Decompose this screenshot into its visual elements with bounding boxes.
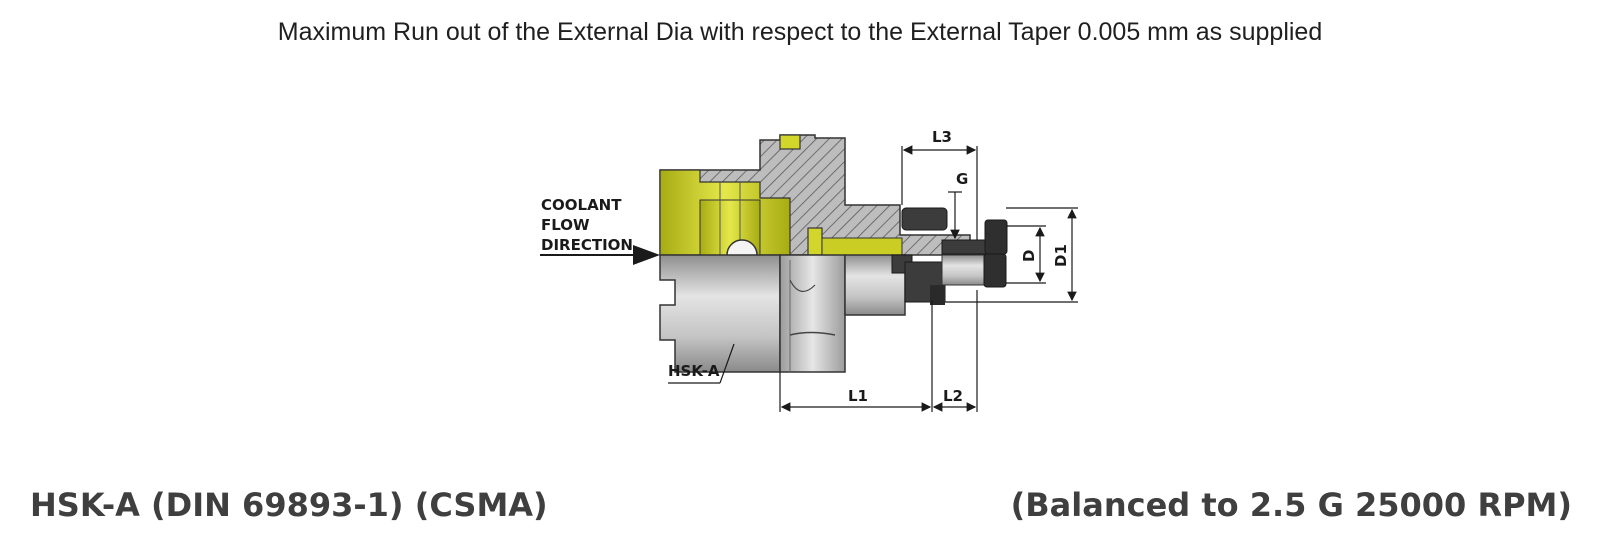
dimension-g [948,191,962,240]
d-label: D [1020,250,1038,262]
coolant-label-line3: DIRECTION [541,236,633,254]
outside-half [659,253,1007,373]
runout-note: Maximum Run out of the External Dia with… [277,18,1323,46]
dimension-d1 [945,207,1078,303]
l2-label: L2 [943,387,963,405]
d1-label: D1 [1052,244,1070,267]
dimension-d [1006,225,1046,284]
dimension-l1-l2 [779,290,978,412]
coolant-arrow [540,245,660,265]
hsk-label: HSK-A [668,362,720,380]
standard-title: HSK-A (DIN 69893-1) (CSMA) [30,486,548,524]
g-label: G [956,170,968,188]
balance-note: (Balanced to 2.5 G 25000 RPM) [1010,486,1572,524]
l3-label: L3 [932,128,952,146]
coolant-label-line2: FLOW [541,216,590,234]
l1-label: L1 [848,387,868,405]
coolant-label-line1: COOLANT [541,196,622,214]
dimension-l3 [901,145,978,240]
